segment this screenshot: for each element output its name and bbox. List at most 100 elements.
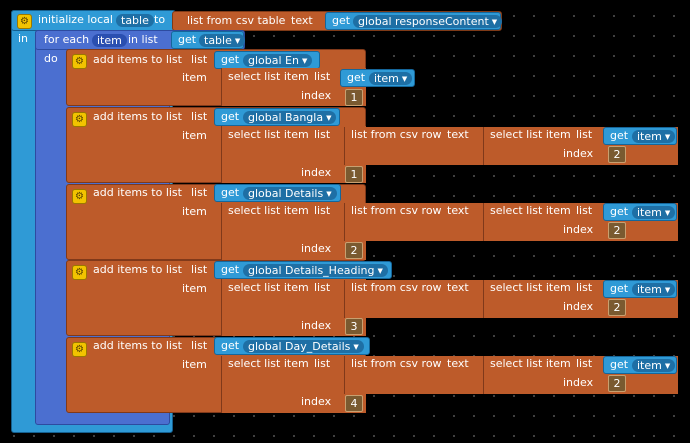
mutator-gear-icon[interactable]: ⚙ — [72, 189, 87, 204]
mutator-gear-icon[interactable]: ⚙ — [17, 14, 32, 29]
chevron-down-icon: ▼ — [326, 114, 332, 122]
csv-table-label: list from csv table — [187, 14, 286, 27]
inner-index-number[interactable]: 2 — [608, 375, 626, 392]
list-label: list — [191, 263, 208, 276]
select-list-label: list — [314, 357, 331, 370]
csv-row-label: list from csv row — [351, 357, 442, 370]
item-label: item — [182, 358, 207, 371]
get-item-block[interactable]: get item▼ — [603, 203, 677, 221]
index-number-block[interactable]: 1 — [345, 89, 363, 106]
list-label: list — [191, 110, 208, 123]
target-var-dropdown[interactable]: global Day_Details▼ — [243, 340, 364, 353]
item-var-name: item — [374, 72, 399, 85]
inner-index-label: index — [563, 223, 594, 236]
get-item-block[interactable]: get item▼ — [603, 280, 677, 298]
chevron-down-icon: ▼ — [377, 267, 383, 275]
target-var-dropdown[interactable]: global En▼ — [243, 54, 313, 67]
get-label: get — [610, 129, 629, 142]
select-list-item-block[interactable]: select list item list index — [221, 126, 366, 183]
for-each-var-field[interactable]: item — [92, 34, 127, 47]
inner-index-number[interactable]: 2 — [608, 146, 626, 163]
local-var-name-field[interactable]: table — [116, 14, 154, 27]
select-label: select list item — [228, 281, 309, 294]
initialize-local-header[interactable]: ⚙ initialize local table to — [11, 10, 176, 31]
csv-row-block[interactable]: list from csv row text — [344, 203, 484, 241]
get-item-block[interactable]: get item▼ — [603, 127, 677, 145]
response-var-dropdown[interactable]: global responseContent▼ — [353, 15, 503, 28]
select-list-item-block[interactable]: select list item list index — [221, 279, 366, 336]
select-list-label: list — [314, 70, 331, 83]
item-var-dropdown[interactable]: item▼ — [632, 283, 676, 296]
inner-index-label: index — [563, 376, 594, 389]
get-target-block[interactable]: get global Details_Heading▼ — [214, 261, 392, 279]
inner-select-label: select list item — [490, 128, 571, 141]
index-number-block[interactable]: 2 — [345, 242, 363, 259]
to-label: to — [154, 13, 166, 26]
get-label: get — [221, 263, 240, 276]
get-response-block[interactable]: get global responseContent▼ — [325, 12, 503, 30]
inner-list-label: list — [576, 128, 593, 141]
select-label: select list item — [228, 357, 309, 370]
item-var-name: item — [637, 206, 662, 219]
table-var-dropdown[interactable]: table▼ — [199, 34, 246, 47]
index-number-block[interactable]: 4 — [345, 395, 363, 412]
get-item-block[interactable]: get item▼ — [603, 356, 677, 374]
csv-row-block[interactable]: list from csv row text — [344, 280, 484, 318]
index-label: index — [301, 166, 332, 179]
select-list-item-block[interactable]: select list item list index — [221, 356, 366, 413]
target-var-name: global En — [248, 54, 299, 67]
index-number-block[interactable]: 3 — [345, 318, 363, 335]
list-label: list — [191, 339, 208, 352]
csv-row-block[interactable]: list from csv row text — [344, 127, 484, 165]
target-var-name: global Details_Heading — [248, 264, 375, 277]
mutator-gear-icon[interactable]: ⚙ — [72, 265, 87, 280]
get-target-block[interactable]: get global Day_Details▼ — [214, 337, 370, 355]
target-var-dropdown[interactable]: global Details_Heading▼ — [243, 264, 388, 277]
csv-row-label: list from csv row — [351, 128, 442, 141]
get-target-block[interactable]: get global Details▼ — [214, 184, 341, 202]
get-label: get — [610, 282, 629, 295]
inner-index-number[interactable]: 2 — [608, 299, 626, 316]
get-label: get — [610, 205, 629, 218]
select-list-label: list — [314, 128, 331, 141]
chevron-down-icon: ▼ — [664, 286, 671, 294]
chevron-down-icon: ▼ — [664, 133, 671, 141]
inner-index-label: index — [563, 147, 594, 160]
chevron-down-icon: ▼ — [353, 343, 359, 351]
item-var-dropdown[interactable]: item▼ — [632, 359, 676, 372]
target-var-name: global Day_Details — [248, 340, 351, 353]
target-var-dropdown[interactable]: global Details▼ — [243, 187, 337, 200]
select-label: select list item — [228, 204, 309, 217]
index-label: index — [301, 89, 332, 102]
mutator-gear-icon[interactable]: ⚙ — [72, 342, 87, 357]
target-var-dropdown[interactable]: global Bangla▼ — [243, 111, 337, 124]
add-items-label: add items to list — [93, 263, 182, 276]
add-items-label: add items to list — [93, 53, 182, 66]
get-target-block[interactable]: get global En▼ — [214, 51, 320, 69]
mutator-gear-icon[interactable]: ⚙ — [72, 112, 87, 127]
item-var-dropdown[interactable]: item▼ — [632, 130, 676, 143]
item-label: item — [182, 282, 207, 295]
list-label: list — [191, 53, 208, 66]
mutator-gear-icon[interactable]: ⚙ — [72, 54, 87, 69]
item-var-name: item — [637, 359, 662, 372]
csv-row-block[interactable]: list from csv row text — [344, 356, 484, 394]
item-label: item — [182, 71, 207, 84]
select-list-item-block[interactable]: select list item list index — [221, 203, 366, 260]
csv-row-text-label: text — [447, 281, 469, 294]
item-label: item — [182, 129, 207, 142]
index-label: index — [301, 242, 332, 255]
index-number-block[interactable]: 1 — [345, 166, 363, 183]
chevron-down-icon: ▼ — [401, 75, 408, 83]
item-var-dropdown[interactable]: item▼ — [632, 206, 676, 219]
get-target-block[interactable]: get global Bangla▼ — [214, 108, 340, 126]
csv-row-text-label: text — [447, 128, 469, 141]
chevron-down-icon: ▼ — [664, 209, 671, 217]
item-var-dropdown[interactable]: item▼ — [369, 72, 413, 85]
get-table-block[interactable]: get table▼ — [171, 31, 246, 49]
csv-row-label: list from csv row — [351, 204, 442, 217]
target-var-name: global Details — [248, 187, 324, 200]
select-list-label: list — [314, 281, 331, 294]
inner-index-number[interactable]: 2 — [608, 222, 626, 239]
get-item-block[interactable]: get item▼ — [340, 69, 415, 87]
